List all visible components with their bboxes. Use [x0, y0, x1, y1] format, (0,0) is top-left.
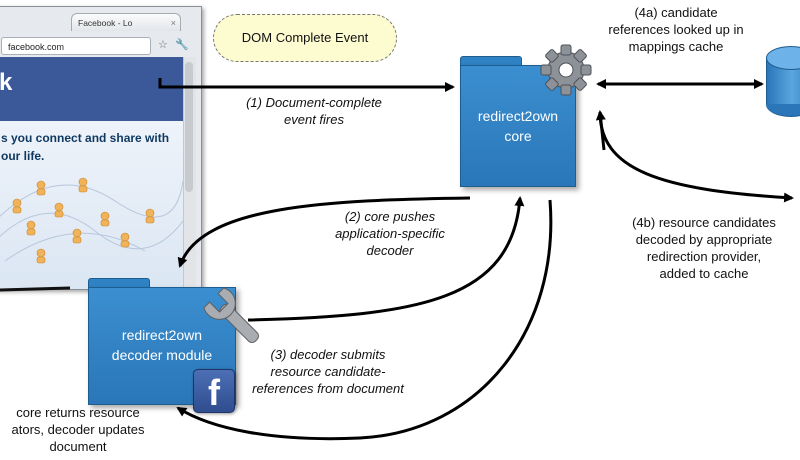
arrow-step4b-back: [595, 110, 606, 151]
dom-complete-event-bubble: DOM Complete Event: [213, 14, 397, 62]
annotation-step1: (1) Document-complete event fires: [246, 95, 382, 127]
arrow-step2: [177, 196, 471, 268]
person-icon: [12, 177, 155, 264]
facebook-tagline: s you connect and share with our life.: [1, 131, 170, 163]
browser-window: Facebook - Lo × facebook.com ☆ 🔧 k: [0, 6, 202, 290]
decoder-label-line1: redirect2own: [121, 327, 203, 343]
core-folder-tab: [460, 56, 522, 67]
gear-icon: [540, 44, 592, 96]
arrow-step1: [158, 78, 455, 92]
facebook-badge: f: [193, 369, 235, 413]
facebook-content: [0, 121, 184, 289]
annotation-step4b: (4b) resource candidates decoded by appr…: [632, 215, 776, 281]
wrench-icon: [203, 287, 259, 343]
wrench-icon[interactable]: 🔧: [175, 39, 189, 51]
address-bar[interactable]: facebook.com: [1, 37, 151, 55]
core-label-line1: redirect2own: [477, 108, 559, 124]
annotation-step4: core returns resource ators, decoder upd…: [11, 405, 145, 454]
browser-divider: [0, 286, 71, 292]
close-icon[interactable]: ×: [170, 18, 176, 28]
arrow-step4: [176, 199, 553, 441]
star-icon[interactable]: ☆: [158, 39, 168, 51]
world-map-illustration: [0, 177, 184, 264]
arrow-step3: [247, 196, 525, 322]
browser-tab[interactable]: Facebook - Lo ×: [71, 13, 181, 31]
annotation-step2: (2) core pushes application-specific dec…: [335, 209, 445, 258]
decoder-folder-tab: [88, 278, 150, 289]
arrow-step4b: [598, 111, 794, 203]
core-label-line2: core: [504, 128, 532, 144]
database-top: [766, 46, 800, 70]
facebook-header: [0, 57, 183, 121]
annotation-step4a: (4a) candidate references looked up in m…: [608, 5, 744, 54]
facebook-logo: k: [0, 69, 13, 96]
annotation-step3: (3) decoder submits resource candidate- …: [252, 347, 404, 396]
decoder-label-line2: decoder module: [111, 347, 213, 363]
scrollbar-thumb[interactable]: [185, 62, 193, 192]
browser-tab-title: Facebook - Lo: [78, 18, 133, 28]
